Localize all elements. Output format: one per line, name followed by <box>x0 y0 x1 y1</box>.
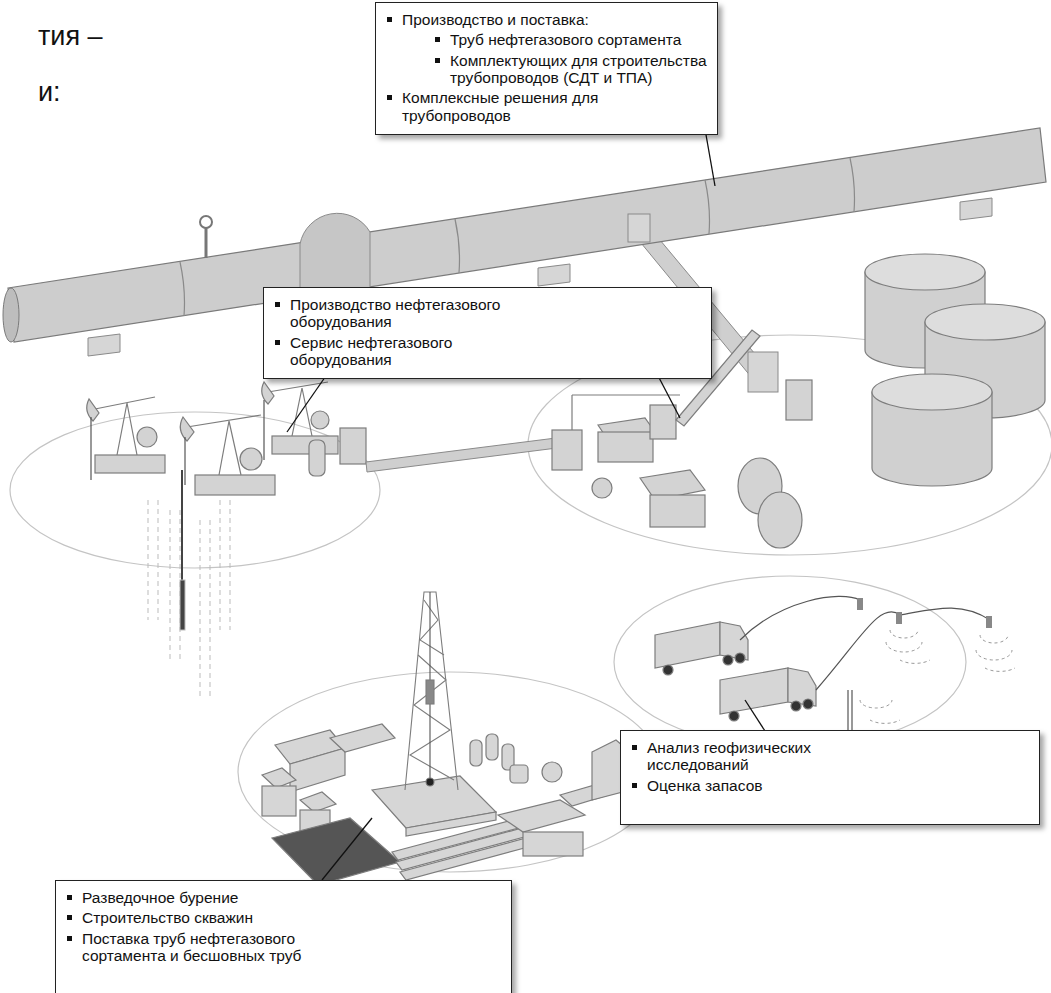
site-ellipse <box>10 412 380 568</box>
callout-box: Производство нефтегазового оборудованияС… <box>263 287 712 379</box>
pipe-support <box>538 264 570 286</box>
storage-tank <box>865 254 1045 486</box>
bullet-text: Производство и поставка: <box>386 11 707 28</box>
bullet-text: Анализ геофизических исследований <box>631 739 883 774</box>
heading-fragment: и: <box>38 78 61 108</box>
wellbores <box>148 470 230 700</box>
pipe-valve <box>628 214 650 242</box>
pipe-support <box>960 198 992 220</box>
pump-jack <box>87 382 366 495</box>
bullet-text: Строительство скважин <box>66 909 338 926</box>
bullet-text: Комплексные решения для трубопроводов <box>386 89 707 124</box>
callout-box: Производство и поставка: Труб нефтегазово… <box>375 2 718 135</box>
bullet-text: Разведочное бурение <box>66 889 338 906</box>
valve-wheel <box>200 216 212 228</box>
bullet-text: Оценка запасов <box>631 777 883 794</box>
bullet-text: Производство нефтегазового оборудования <box>274 296 540 331</box>
field-pipe <box>366 438 557 472</box>
callout-box: Разведочное бурениеСтроительство скважин… <box>55 880 512 993</box>
seismic-waves <box>860 630 1015 723</box>
callout-box: Анализ геофизических исследованийОценка … <box>620 730 1040 825</box>
bullet-text: Комплектующих для строительства трубопро… <box>434 52 707 87</box>
pipe-support <box>88 334 120 356</box>
bullet-text: Сервис нефтегазового оборудования <box>274 334 540 369</box>
drilling-rig <box>405 592 458 790</box>
survey-trucks <box>655 622 816 721</box>
heading-fragment: тия – <box>38 22 103 52</box>
geophones <box>857 598 992 628</box>
pipe-end <box>3 288 19 342</box>
valve-stem <box>205 228 208 258</box>
bullet-text: Труб нефтегазового сортамента <box>434 31 707 48</box>
drilling-site <box>262 724 630 885</box>
bullet-text: Поставка труб нефтегазового сортамента и… <box>66 930 338 965</box>
valve-box <box>748 352 778 392</box>
site-ellipse <box>614 576 966 748</box>
